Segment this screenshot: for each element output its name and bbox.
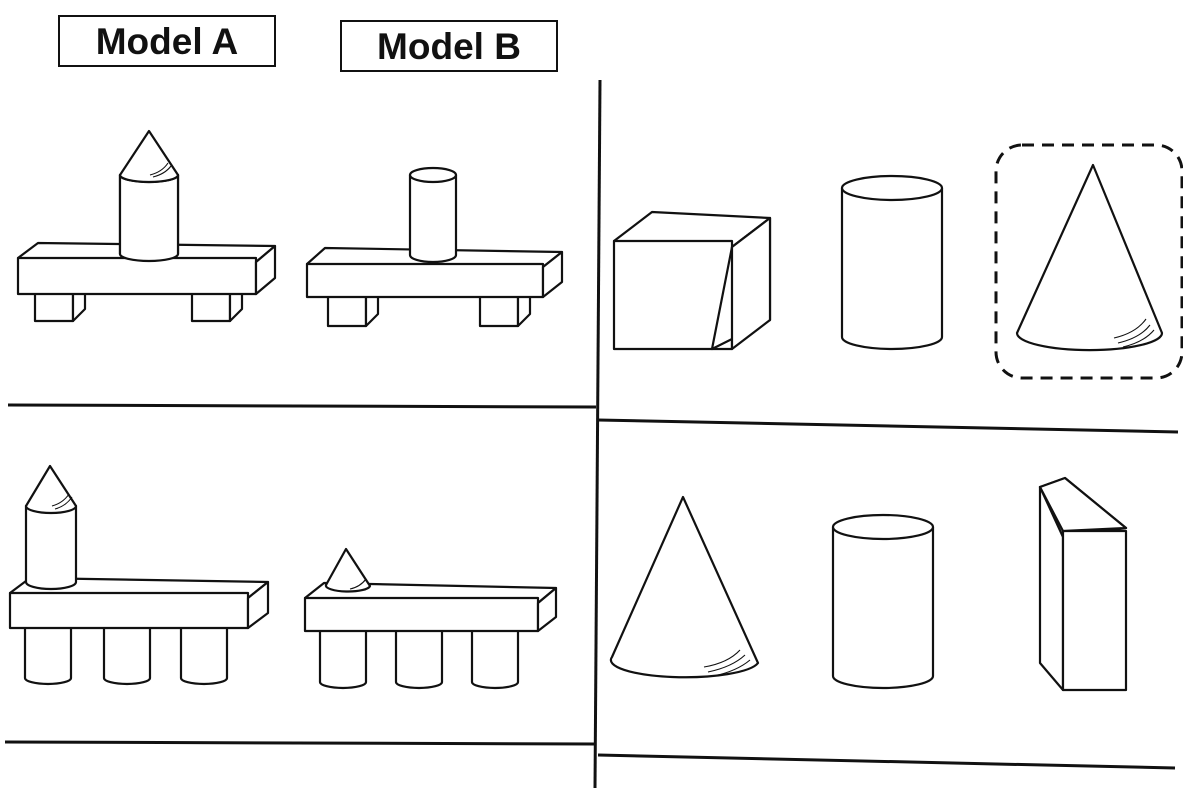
model-b-label: Model B [340, 20, 558, 72]
row-1-bottom-divider-right [597, 418, 1179, 434]
cone-top [24, 464, 78, 515]
model-a-label: Model A [58, 15, 276, 67]
row2-option-rectangular-prism [1038, 476, 1128, 692]
answer-marker-dashed-box [994, 143, 1183, 380]
cylinder-leg-1 [23, 614, 73, 686]
row-2-bottom-divider-right [597, 753, 1176, 770]
row1-option-cylinder [840, 174, 944, 351]
cone-top [118, 129, 180, 184]
cylinder-leg-1 [318, 623, 368, 690]
cylinder-tower [24, 504, 78, 591]
row2-model-b [303, 547, 558, 690]
cylinder-leg-3 [470, 623, 520, 690]
cylinder-tower [408, 166, 458, 264]
row-1-bottom-divider [7, 403, 597, 409]
vertical-divider [593, 79, 602, 788]
row1-model-b [305, 166, 564, 328]
row2-option-cone [609, 495, 760, 679]
cone-top [324, 547, 372, 593]
cylinder-leg-2 [394, 623, 444, 690]
row1-model-a [16, 129, 277, 323]
cylinder-tower [118, 173, 180, 263]
cylinder-leg-2 [102, 614, 152, 686]
row1-option-cone [1015, 163, 1164, 352]
row-2-bottom-divider [4, 740, 597, 746]
cylinder-leg-3 [179, 614, 229, 686]
row2-model-a [8, 464, 270, 686]
row2-option-cylinder [831, 513, 935, 690]
row1-option-cube [612, 210, 772, 351]
